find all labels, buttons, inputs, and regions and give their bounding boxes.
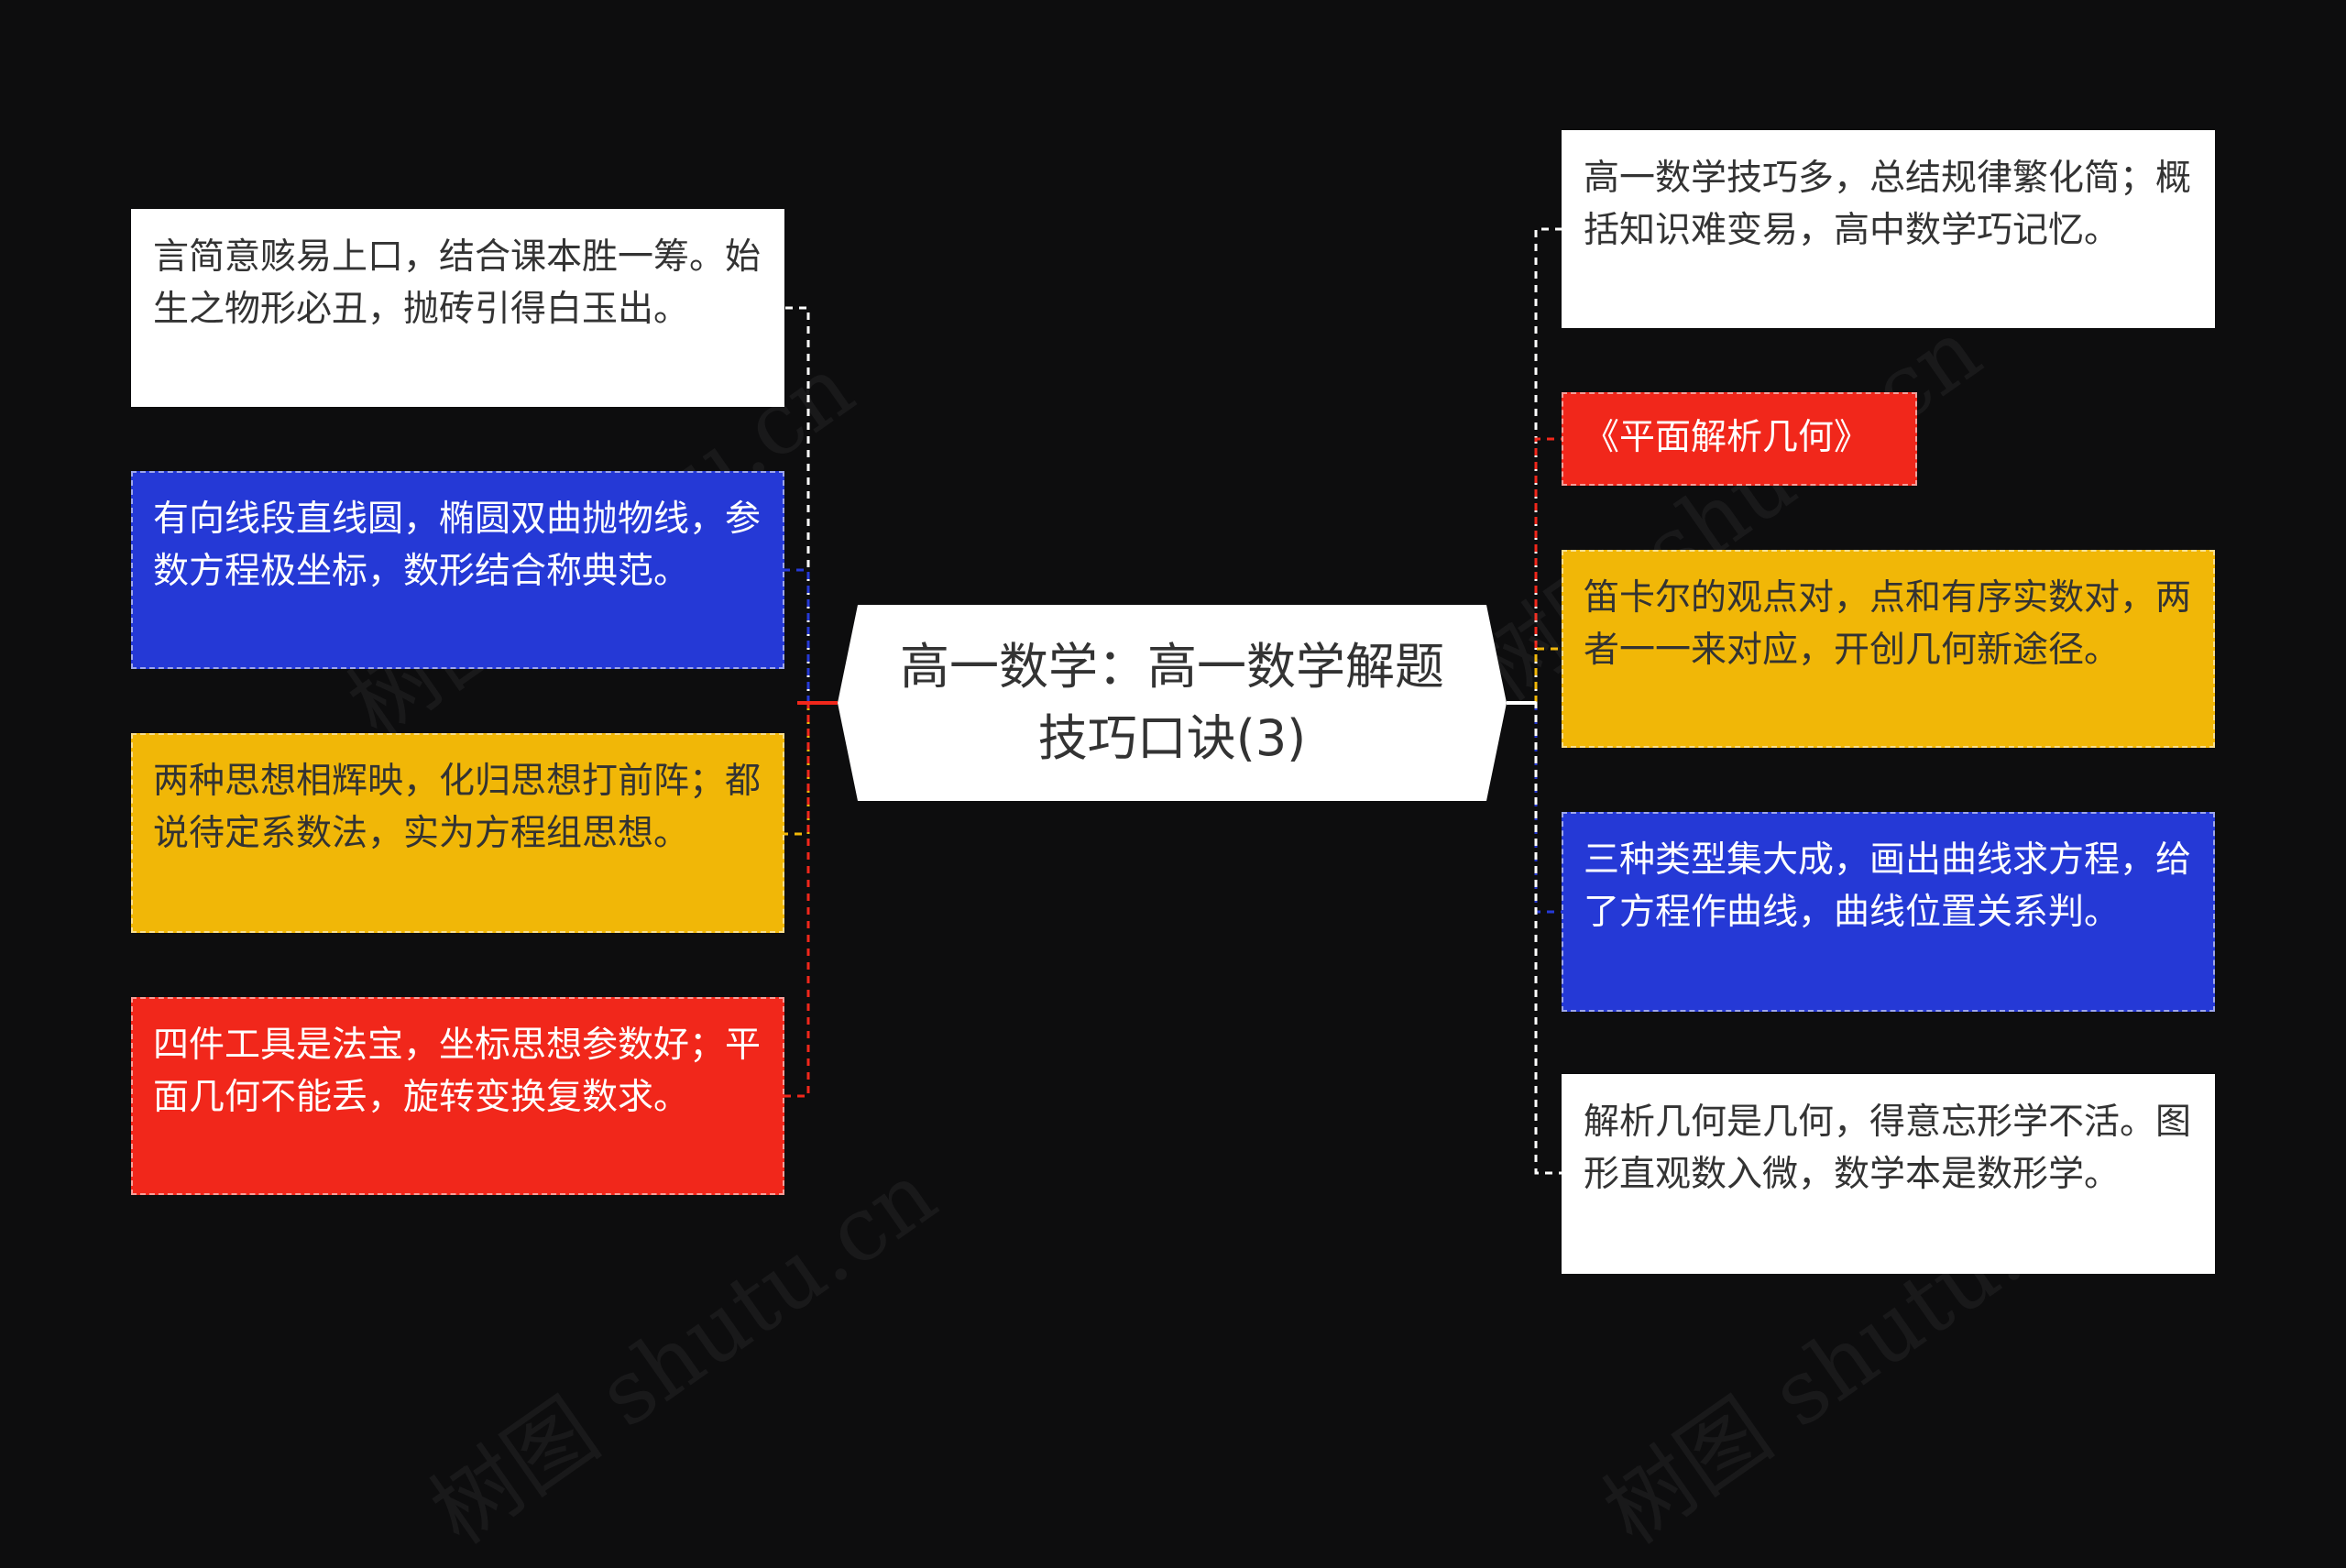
right-node-1[interactable]: 高一数学技巧多，总结规律繁化简；概括知识难变易，高中数学巧记忆。 [1562,130,2215,328]
left-node-1-text: 言简意赅易上口，结合课本胜一筹。始生之物形必丑，抛砖引得白玉出。 [153,236,762,330]
connector-right-3 [1534,647,1562,703]
left-node-4[interactable]: 四件工具是法宝，坐标思想参数好；平面几何不能丢，旋转变换复数求。 [131,997,784,1195]
right-node-5[interactable]: 解析几何是几何，得意忘形学不活。图形直观数入微，数学本是数形学。 [1562,1074,2215,1274]
right-node-4[interactable]: 三种类型集大成，画出曲线求方程，给了方程作曲线，曲线位置关系判。 [1562,812,2215,1012]
right-node-1-text: 高一数学技巧多，总结规律繁化简；概括知识难变易，高中数学巧记忆。 [1584,158,2192,251]
right-node-5-text: 解析几何是几何，得意忘形学不活。图形直观数入微，数学本是数形学。 [1584,1102,2192,1195]
connector-left-2 [784,568,810,703]
connector-lines [784,227,1562,1175]
right-node-4-text: 三种类型集大成，画出曲线求方程，给了方程作曲线，曲线位置关系判。 [1584,839,2192,933]
connector-right-2 [1534,437,1562,703]
right-node-3[interactable]: 笛卡尔的观点对，点和有序实数对，两者一一来对应，开创几何新途径。 [1562,550,2215,748]
connector-left-4 [784,701,838,1098]
center-topic-title: 高一数学：高一数学解题技巧口诀(3) [900,638,1444,767]
center-topic[interactable]: 高一数学：高一数学解题技巧口诀(3) [838,605,1507,801]
left-node-3-text: 两种思想相辉映，化归思想打前阵；都说待定系数法，实为方程组思想。 [153,761,762,854]
connector-left-3 [784,703,810,836]
left-node-1[interactable]: 言简意赅易上口，结合课本胜一筹。始生之物形必丑，抛砖引得白玉出。 [131,209,784,407]
connector-right-5 [1507,701,1562,1175]
connector-left-1 [784,306,838,705]
left-node-3[interactable]: 两种思想相辉映，化归思想打前阵；都说待定系数法，实为方程组思想。 [131,733,784,933]
connector-right-4 [1534,703,1562,914]
right-node-2-text: 《平面解析几何》 [1584,417,1870,458]
right-node-3-text: 笛卡尔的观点对，点和有序实数对，两者一一来对应，开创几何新途径。 [1584,577,2192,671]
left-node-2[interactable]: 有向线段直线圆，椭圆双曲抛物线，参数方程极坐标，数形结合称典范。 [131,471,784,669]
left-node-4-text: 四件工具是法宝，坐标思想参数好；平面几何不能丢，旋转变换复数求。 [153,1025,762,1118]
center-node-shape [838,605,1507,801]
left-node-2-text: 有向线段直线圆，椭圆双曲抛物线，参数方程极坐标，数形结合称典范。 [153,499,762,592]
connector-right-1 [1507,227,1562,705]
right-node-2[interactable]: 《平面解析几何》 [1562,392,1917,486]
